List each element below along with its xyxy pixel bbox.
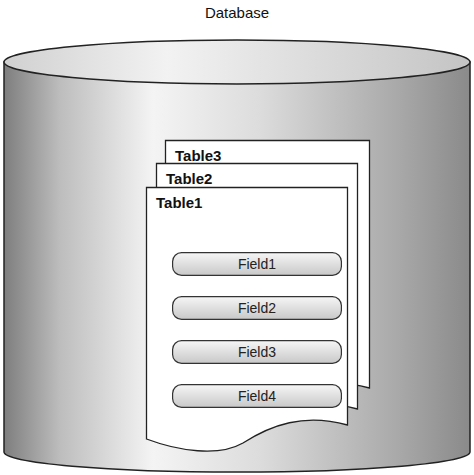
table-page: Table1Field1Field2Field3Field4 [146,187,348,455]
table-name: Table3 [175,147,221,164]
field-name: Field2 [172,296,342,320]
field-name: Field3 [172,340,342,364]
table-name: Table2 [166,170,212,187]
table-name: Table1 [156,194,202,211]
field-box: Field4 [172,384,342,408]
field-box: Field2 [172,296,342,320]
page-outline [146,187,348,455]
field-box: Field1 [172,252,342,276]
field-box: Field3 [172,340,342,364]
field-name: Field1 [172,252,342,276]
field-name: Field4 [172,384,342,408]
database-label: Database [0,0,474,21]
